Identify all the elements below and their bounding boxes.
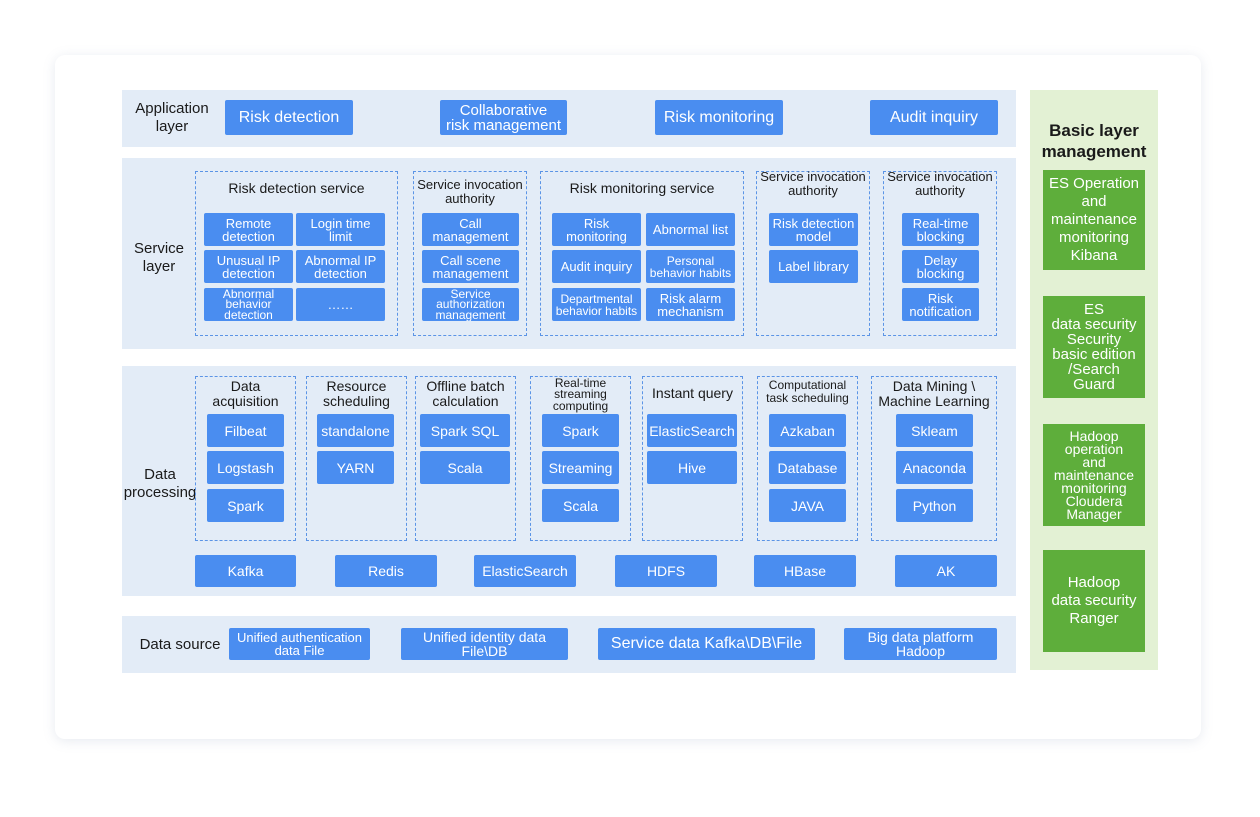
- real-time-blocking: Real-time blocking: [902, 213, 979, 246]
- service-invocation-authority-group-3: Service invocation authority: [883, 169, 997, 336]
- audit-inquiry-service: Audit inquiry: [552, 250, 641, 283]
- hadoop-operation-monitoring-cloudera: Hadoop operation and maintenance monitor…: [1043, 424, 1145, 526]
- risk-notification: Risk notification: [902, 288, 979, 321]
- storage-hbase: HBase: [754, 555, 856, 587]
- app-risk-monitoring: Risk monitoring: [655, 100, 783, 135]
- remote-detection: Remote detection: [204, 213, 293, 246]
- more-ellipsis: ……: [296, 288, 385, 321]
- storage-ak: AK: [895, 555, 997, 587]
- skleam: Skleam: [896, 414, 973, 447]
- spark-acquisition: Spark: [207, 489, 284, 522]
- risk-detection-service-group: Risk detection service: [195, 171, 398, 336]
- resource-scheduling-group: Resource scheduling: [306, 376, 407, 541]
- filbeat: Filbeat: [207, 414, 284, 447]
- login-time-limit: Login time limit: [296, 213, 385, 246]
- group-title: Instant query: [652, 385, 733, 401]
- group-title: Service invocation authority: [760, 169, 866, 198]
- storage-hdfs: HDFS: [615, 555, 717, 587]
- computational-task-scheduling-group: Computational task scheduling: [757, 376, 858, 541]
- database: Database: [769, 451, 846, 484]
- risk-monitoring: Risk monitoring: [552, 213, 641, 246]
- es-data-security-search-guard: ES data security Security basic edition …: [1043, 296, 1145, 398]
- app-collaborative-risk-management: Collaborative risk management: [440, 100, 567, 135]
- data-mining-machine-learning-group: Data Mining \ Machine Learning: [871, 376, 997, 541]
- abnormal-ip-detection: Abnormal IP detection: [296, 250, 385, 283]
- application-layer-label: Application layer: [135, 100, 209, 135]
- unusual-ip-detection: Unusual IP detection: [204, 250, 293, 283]
- group-title: Data acquisition: [212, 378, 279, 409]
- unified-identity-data: Unified identity data File\DB: [401, 628, 568, 660]
- spark-sql: Spark SQL: [420, 414, 510, 447]
- risk-alarm-mechanism: Risk alarm mechanism: [646, 288, 735, 321]
- unified-authentication-data: Unified authentication data File: [229, 628, 370, 660]
- service-layer-label: Service layer: [133, 240, 185, 275]
- logstash: Logstash: [207, 451, 284, 484]
- service-data: Service data Kafka\DB\File: [598, 628, 815, 660]
- app-risk-detection: Risk detection: [225, 100, 353, 135]
- azkaban: Azkaban: [769, 414, 846, 447]
- group-title: Risk detection service: [228, 180, 365, 196]
- label-library: Label library: [769, 250, 858, 283]
- real-time-streaming-group: Real-time streaming computing: [530, 376, 631, 541]
- service-authorization-management: Service authorization management: [422, 288, 519, 321]
- offline-batch-calculation-group: Offline batch calculation: [415, 376, 516, 541]
- spark-streaming-engine: Spark: [542, 414, 619, 447]
- group-title: Service invocation authority: [887, 169, 993, 198]
- hive: Hive: [647, 451, 737, 484]
- standalone: standalone: [317, 414, 394, 447]
- storage-redis: Redis: [335, 555, 437, 587]
- data-source-label: Data source: [139, 636, 221, 653]
- scala-batch: Scala: [420, 451, 510, 484]
- storage-kafka: Kafka: [195, 555, 296, 587]
- personal-behavior-habits: Personal behavior habits: [646, 250, 735, 283]
- abnormal-behavior-detection: Abnormal behavior detection: [204, 288, 293, 321]
- group-title: Offline batch calculation: [426, 378, 505, 409]
- hadoop-data-security-ranger: Hadoop data security Ranger: [1043, 550, 1145, 652]
- app-audit-inquiry: Audit inquiry: [870, 100, 998, 135]
- scala-streaming: Scala: [542, 489, 619, 522]
- abnormal-list: Abnormal list: [646, 213, 735, 246]
- streaming: Streaming: [542, 451, 619, 484]
- group-title: Service invocation authority: [417, 177, 523, 206]
- python: Python: [896, 489, 973, 522]
- group-title: Computational task scheduling: [766, 378, 849, 405]
- departmental-behavior-habits: Departmental behavior habits: [552, 288, 641, 321]
- delay-blocking: Delay blocking: [902, 250, 979, 283]
- risk-monitoring-service-group: Risk monitoring service: [540, 171, 744, 336]
- java: JAVA: [769, 489, 846, 522]
- group-title: Resource scheduling: [323, 378, 390, 409]
- call-management: Call management: [422, 213, 519, 246]
- anaconda: Anaconda: [896, 451, 973, 484]
- group-title: Real-time streaming computing: [552, 376, 609, 413]
- call-scene-management: Call scene management: [422, 250, 519, 283]
- risk-detection-model: Risk detection model: [769, 213, 858, 246]
- service-invocation-authority-group-2: Service invocation authority: [756, 169, 870, 336]
- es-operation-monitoring-kibana: ES Operation and maintenance monitoring …: [1043, 170, 1145, 270]
- basic-layer-title: Basic layer management: [1041, 121, 1147, 161]
- storage-elasticsearch: ElasticSearch: [474, 555, 576, 587]
- service-invocation-authority-group-1: Service invocation authority: [413, 171, 527, 336]
- group-title: Data Mining \ Machine Learning: [878, 378, 990, 409]
- instant-query-group: Instant query: [642, 376, 743, 541]
- data-acquisition-group: Data acquisition: [195, 376, 296, 541]
- data-processing-label: Data processing: [123, 466, 197, 501]
- group-title: Risk monitoring service: [569, 180, 715, 196]
- big-data-platform-hadoop: Big data platform Hadoop: [844, 628, 997, 660]
- elasticsearch-query: ElasticSearch: [647, 414, 737, 447]
- yarn: YARN: [317, 451, 394, 484]
